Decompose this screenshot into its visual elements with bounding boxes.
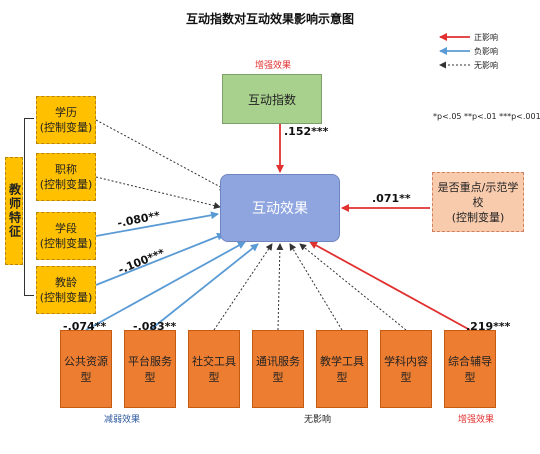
control-note: (控制变量) bbox=[39, 178, 93, 191]
control-stage-node: 学段 (控制变量) bbox=[36, 212, 96, 260]
control-note: (控制变量) bbox=[39, 237, 93, 250]
service-platform-service-node: 平台服务型 bbox=[124, 330, 176, 408]
arrow-title-effect bbox=[95, 176, 221, 209]
control-note: (控制变量) bbox=[39, 121, 93, 134]
diagram-title: 互动指数对互动效果影响示意图 bbox=[185, 12, 354, 26]
legend-none-label: 无影响 bbox=[474, 61, 498, 70]
caption-index-enhance: 增强效果 bbox=[255, 61, 292, 71]
teacher-features-node: 教师特征 bbox=[5, 157, 23, 265]
control-seniority-node: 教龄 (控制变量) bbox=[36, 266, 96, 314]
arrow-subject-content-effect bbox=[299, 243, 407, 331]
interaction-index-node: 互动指数 bbox=[222, 74, 322, 124]
control-label: 学历 bbox=[55, 106, 77, 119]
service-subject-content-node: 学科内容型 bbox=[380, 330, 432, 408]
control-label: 学段 bbox=[55, 222, 77, 235]
caption-weaken: 减弱效果 bbox=[104, 415, 141, 425]
arrow-education-effect bbox=[95, 119, 227, 191]
caption-enhance-bottom: 增强效果 bbox=[458, 415, 495, 425]
coef-platform-service: -.083** bbox=[133, 320, 177, 333]
coef-comprehensive: .219*** bbox=[466, 320, 511, 333]
key-school-label: 是否重点/示范学校 bbox=[437, 180, 519, 209]
interaction-effect-node: 互动效果 bbox=[220, 174, 340, 242]
coef-school: .071** bbox=[372, 192, 411, 205]
arrow-social-tool-effect bbox=[213, 243, 273, 331]
legend-significance: *p<.05 **p<.01 ***p<.001 bbox=[433, 112, 540, 121]
arrow-seniority-effect bbox=[95, 232, 225, 286]
legend-negative-label: 负影响 bbox=[474, 47, 498, 56]
key-school-note: (控制变量) bbox=[451, 210, 505, 224]
control-label: 教龄 bbox=[55, 276, 77, 289]
service-comprehensive-node: 综合辅导型 bbox=[444, 330, 496, 408]
control-label: 职称 bbox=[55, 163, 77, 176]
caption-no-effect: 无影响 bbox=[304, 415, 332, 425]
control-note: (控制变量) bbox=[39, 291, 93, 304]
arrow-communication-effect bbox=[276, 243, 284, 331]
key-school-node: 是否重点/示范学校 (控制变量) bbox=[432, 172, 524, 232]
teacher-bracket bbox=[24, 118, 34, 296]
legend-positive-label: 正影响 bbox=[474, 33, 498, 42]
service-social-tool-node: 社交工具型 bbox=[188, 330, 240, 408]
service-communication-node: 通讯服务型 bbox=[252, 330, 304, 408]
coef-public-resource: -.074** bbox=[63, 320, 107, 333]
service-teaching-tool-node: 教学工具型 bbox=[316, 330, 368, 408]
coef-index: .152*** bbox=[284, 125, 329, 138]
service-public-resource-node: 公共资源型 bbox=[60, 330, 112, 408]
arrow-platform-service-effect bbox=[149, 243, 259, 331]
arrow-stage-effect bbox=[95, 211, 219, 237]
arrow-teaching-tool-effect bbox=[289, 243, 343, 331]
arrow-public-resource-effect bbox=[85, 241, 246, 331]
control-education-node: 学历 (控制变量) bbox=[36, 96, 96, 144]
arrow-comprehensive-effect bbox=[309, 241, 471, 331]
control-title-node: 职称 (控制变量) bbox=[36, 153, 96, 201]
